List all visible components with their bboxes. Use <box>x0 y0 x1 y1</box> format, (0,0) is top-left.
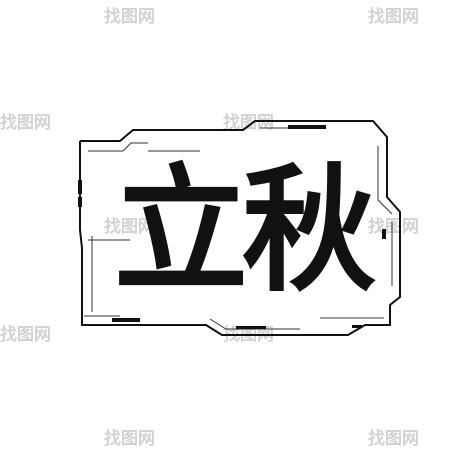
page-title: 立秋 <box>113 151 376 311</box>
watermark: 找图网 <box>104 429 155 449</box>
watermark: 找图网 <box>368 217 419 237</box>
watermark: 找图网 <box>0 113 51 133</box>
watermark: 找图网 <box>0 325 51 345</box>
watermark: 找图网 <box>104 217 155 237</box>
watermark: 找图网 <box>368 7 419 27</box>
watermark: 找图网 <box>368 429 419 449</box>
watermark: 找图网 <box>104 7 155 27</box>
